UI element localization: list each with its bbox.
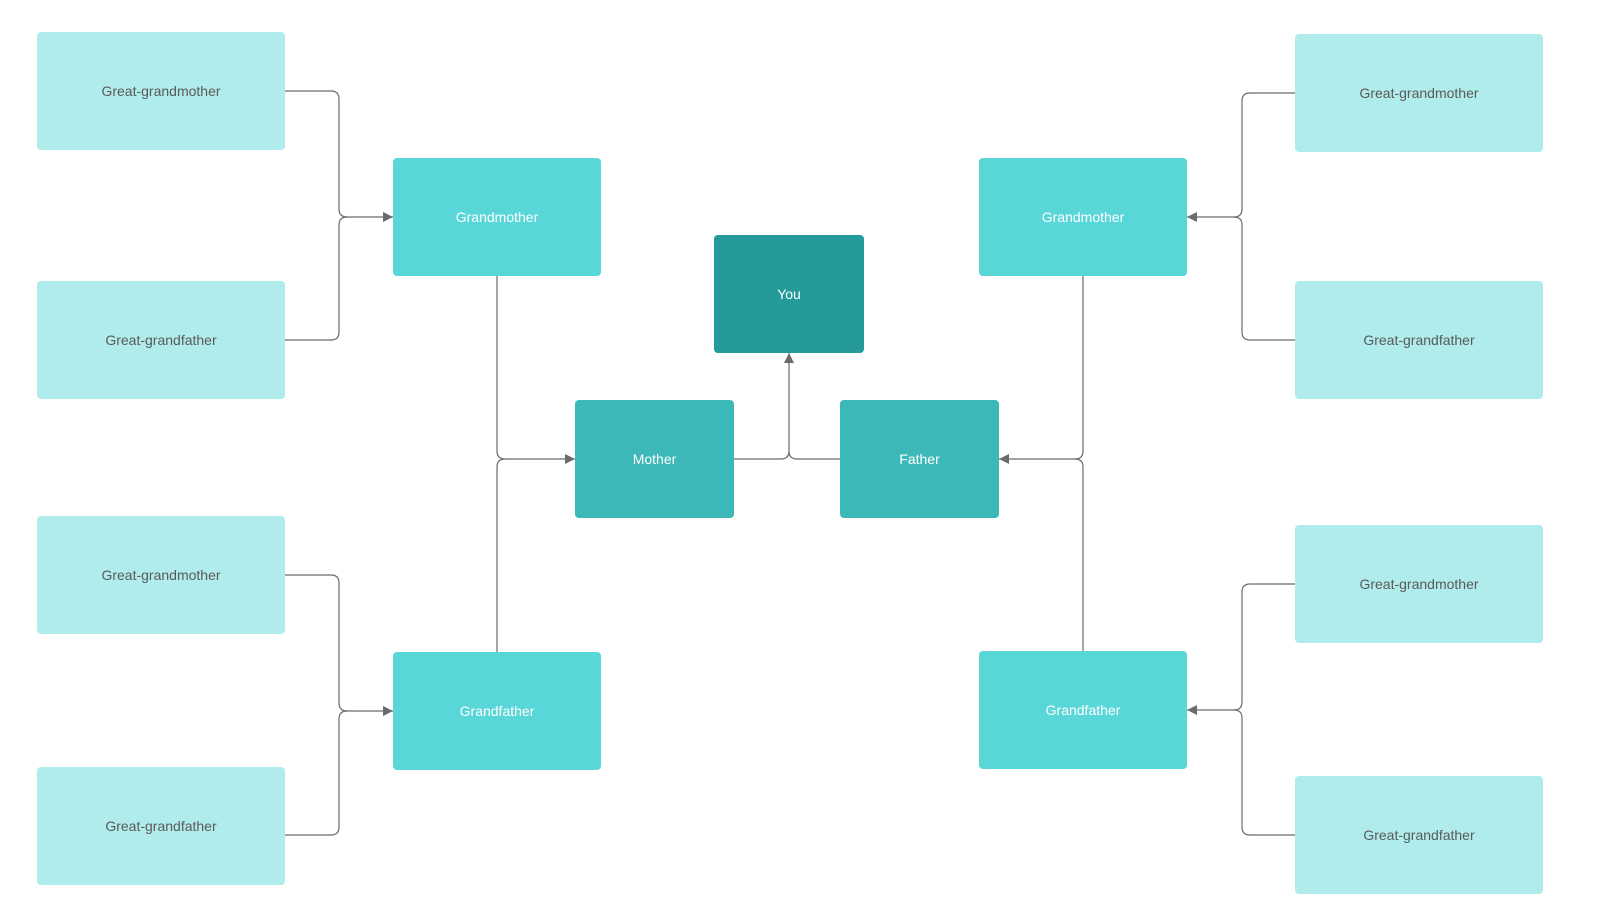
connector-mgm-to-mother [496,276,575,464]
node-paternal-grandfather[interactable]: Grandfather [979,651,1187,769]
node-maternal-great-grandmother-1[interactable]: Great-grandmother [37,32,285,150]
connector-mgf-to-mother [496,458,506,652]
connector-mggm2-to-mgf [285,574,393,716]
connector-fgf-to-father [1074,458,1084,651]
node-paternal-great-grandfather-2[interactable]: Great-grandfather [1295,776,1543,894]
node-maternal-great-grandmother-2[interactable]: Great-grandmother [37,516,285,634]
connector-mother-to-you [734,353,794,460]
connector-mggf2-to-mgf [285,710,348,836]
node-paternal-great-grandmother-1[interactable]: Great-grandmother [1295,34,1543,152]
node-maternal-great-grandfather-1[interactable]: Great-grandfather [37,281,285,399]
connector-fggf1-to-fgm [1233,216,1295,341]
node-maternal-grandmother[interactable]: Grandmother [393,158,601,276]
connector-fggm2-to-fgf [1187,583,1295,715]
node-father[interactable]: Father [840,400,999,518]
node-mother[interactable]: Mother [575,400,734,518]
node-maternal-great-grandfather-2[interactable]: Great-grandfather [37,767,285,885]
node-paternal-great-grandfather-1[interactable]: Great-grandfather [1295,281,1543,399]
node-paternal-great-grandmother-2[interactable]: Great-grandmother [1295,525,1543,643]
node-maternal-grandfather[interactable]: Grandfather [393,652,601,770]
node-paternal-grandmother[interactable]: Grandmother [979,158,1187,276]
node-you[interactable]: You [714,235,864,353]
connector-fggm1-to-fgm [1187,92,1295,222]
connector-father-to-you [788,450,840,460]
connector-fgm-to-father [999,276,1084,464]
connector-mggf1-to-mgm [285,216,348,341]
connector-fggf2-to-fgf [1233,709,1295,836]
connector-mggm1-to-mgm [285,90,393,222]
